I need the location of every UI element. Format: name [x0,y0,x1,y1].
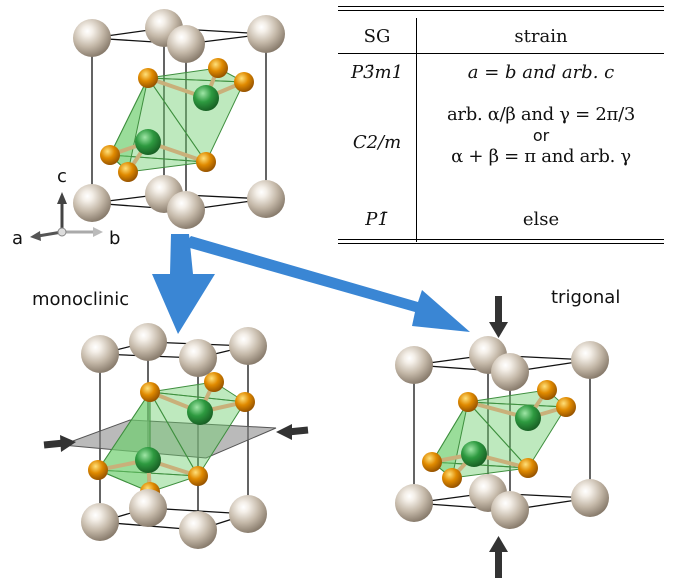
axis-b-arrowhead [93,227,103,237]
green-atom [461,441,487,467]
arrow-to-trigonal [183,236,470,332]
axis-triad [30,192,103,241]
orange-atom [234,72,254,92]
large-atom [395,484,433,522]
large-atom [129,489,167,527]
orange-atom [518,458,538,478]
large-atom [73,184,111,222]
green-atom [187,399,213,425]
crystal-cell-trigonal [395,336,609,529]
trigonal-label: trigonal [551,287,621,308]
orange-atom [204,372,224,392]
large-atom [73,19,111,57]
large-atom [247,15,285,53]
orange-atom [235,392,255,412]
crystal-cell-top [73,9,285,229]
large-atom [229,495,267,533]
green-atom [193,85,219,111]
orange-atom [100,145,120,165]
orange-atom [138,68,158,88]
header-sg: SG [363,26,391,47]
row3-strain: else [522,209,560,230]
row2-strain-line3: α + β = π and arb. γ [451,146,631,167]
row1-sg: P3̄m1 [350,62,404,83]
row2-strain-or: or [532,126,550,145]
large-atom [571,341,609,379]
orange-atom [442,468,462,488]
large-atom [81,503,119,541]
axis-c-arrowhead [57,192,67,204]
axis-a-arrowhead [30,231,41,241]
axis-origin [57,227,67,237]
strain-arrow-head [60,435,76,452]
strain-arrow-head [276,424,292,440]
large-atom [81,335,119,373]
down-arrow [489,322,508,338]
large-atom [491,353,529,391]
orange-atom [140,382,160,402]
orange-atom [537,380,557,400]
row1-strain: a = b and arb. c [467,62,615,83]
orange-atom [556,397,576,417]
orange-atom [88,460,108,480]
large-atom [247,180,285,218]
large-atom [491,491,529,529]
row2-strain-line1: arb. α/β and γ = 2π/3 [446,104,635,125]
arrow-to-monoclinic [152,234,215,334]
large-atom [179,511,217,549]
orange-atom [196,152,216,172]
large-atom [571,479,609,517]
trigonal-strain-arrows [489,296,508,578]
green-atom [135,129,161,155]
large-atom [129,323,167,361]
green-atom [515,405,541,431]
orange-atom [208,58,228,78]
axis-a-label: a [12,228,24,249]
header-strain: strain [514,26,568,47]
orange-atom [422,452,442,472]
crystal-cell-monoclinic [43,323,309,549]
green-atom [135,447,161,473]
large-atom [229,327,267,365]
row3-sg: P1̄ [365,209,389,230]
large-atom [167,25,205,63]
axis-b-label: b [109,228,121,249]
large-atom [167,191,205,229]
orange-atom [188,466,208,486]
transform-arrows [152,234,470,334]
orange-atom [118,162,138,182]
octahedron-face [109,77,149,173]
monoclinic-label: monoclinic [32,289,130,310]
row2-sg: C2/m [352,132,402,153]
axis-c-label: c [57,166,67,187]
orange-atom [458,392,478,412]
large-atom [179,339,217,377]
up-arrow [489,536,508,552]
strain-table: SG strain P3̄m1 a = b and arb. c C2/m ar… [338,6,664,244]
large-atom [395,346,433,384]
